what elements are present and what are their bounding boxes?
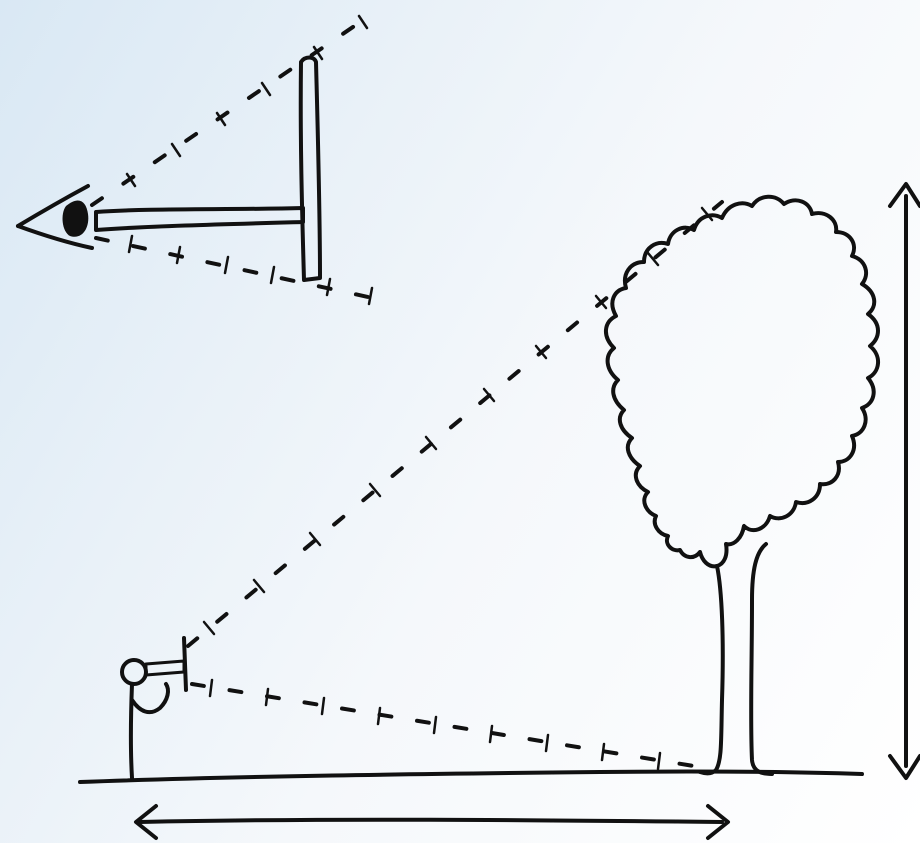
person-figure [120,636,188,780]
tree-canopy [604,194,880,569]
eye-stick-inset [16,12,384,306]
person-body [128,682,134,780]
sight-tick-marks-inset [125,14,374,306]
ground-distance-arrow [134,804,730,840]
tree-trunk-left [698,564,725,776]
sight-line-to-tree-base [190,682,708,770]
measuring-stick-vertical [182,636,188,692]
eye-icon [16,184,94,250]
sight-line-lower-inset [94,236,384,302]
person-arm [130,682,170,715]
ground-line [78,769,864,784]
stick-horizontal [94,206,305,232]
tree [604,194,880,776]
tree-height-arrow [888,182,920,780]
sight-line-upper-inset [90,12,374,207]
stick-vertical [298,55,322,282]
sight-line-to-treetop [186,200,724,648]
person-head [120,658,148,686]
sight-tick-marks [202,206,714,771]
measuring-stick-horizontal [144,659,186,677]
tree-trunk-right [749,542,774,776]
